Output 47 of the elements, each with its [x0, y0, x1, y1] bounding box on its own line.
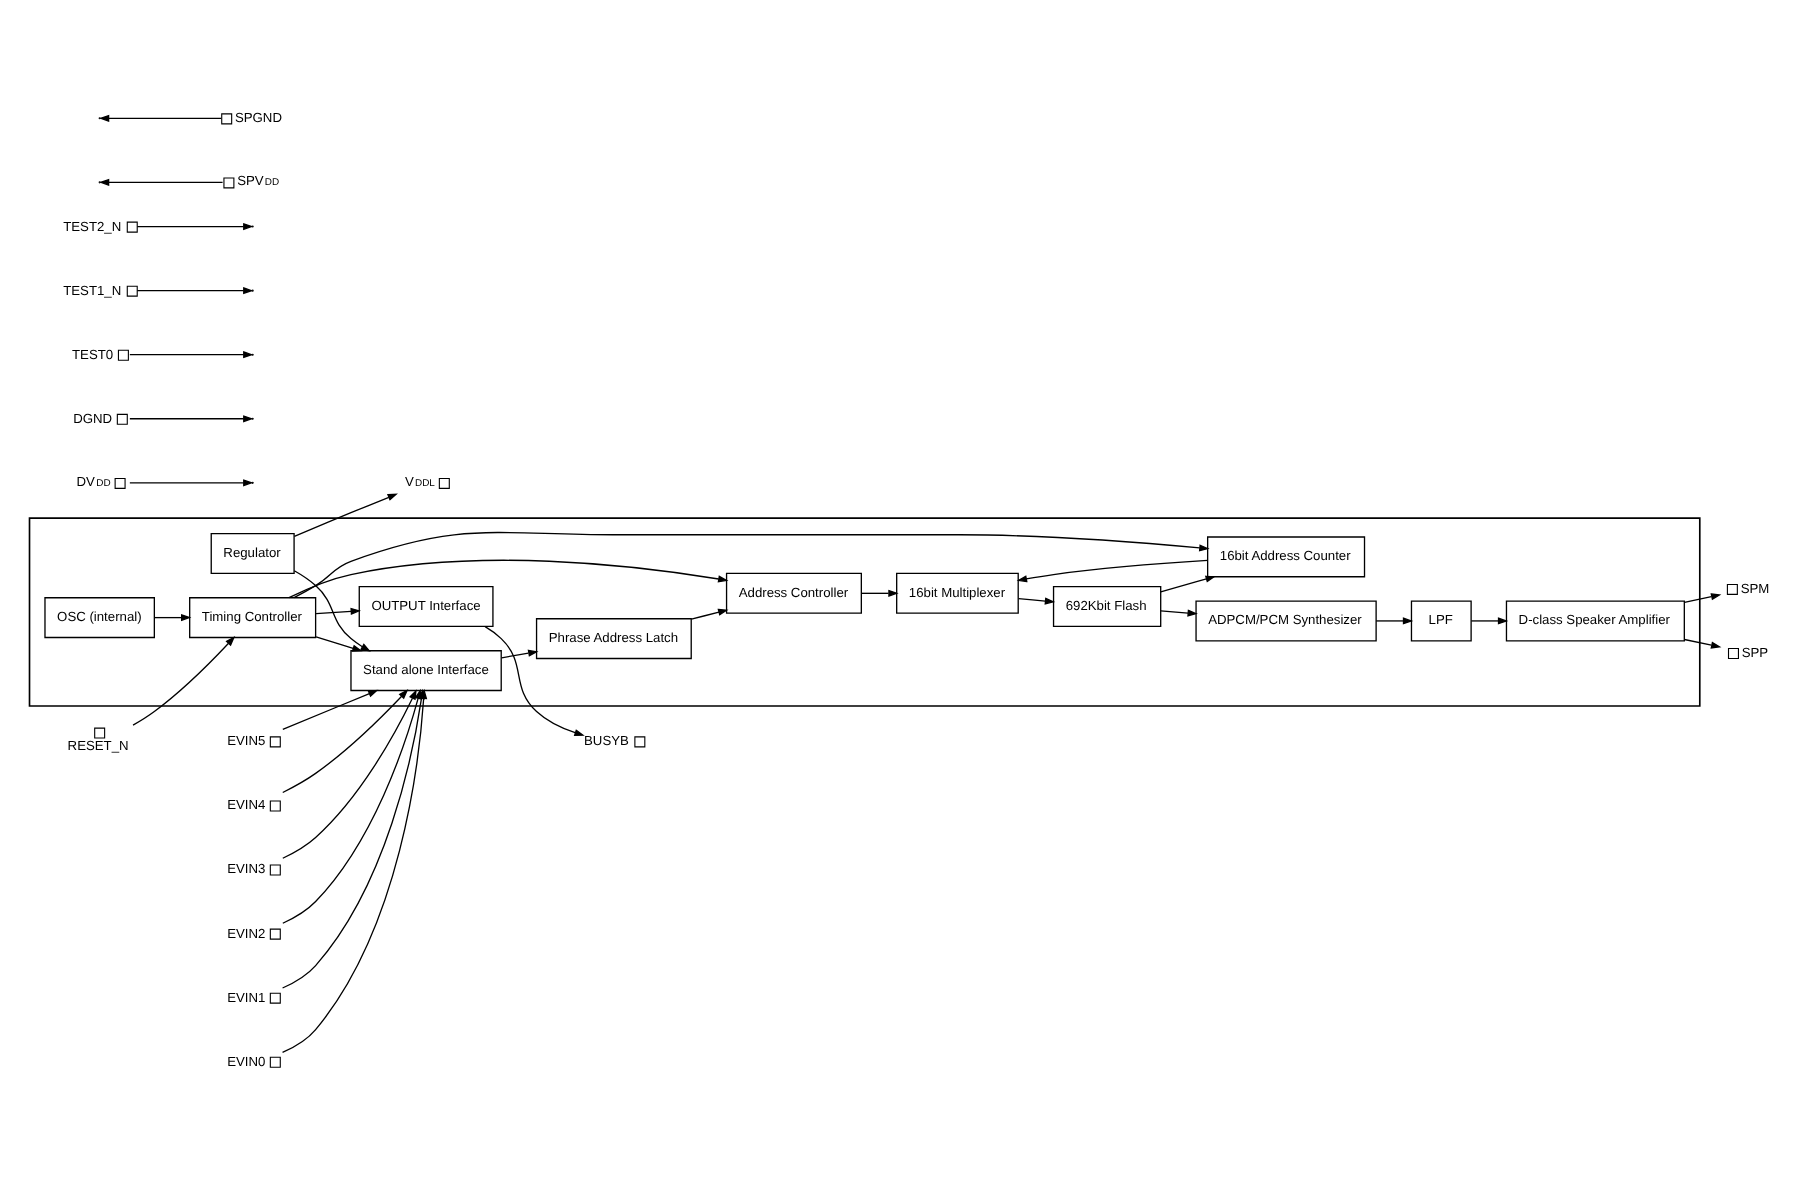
- arrow: [293, 531, 1210, 599]
- node-box: [117, 349, 129, 361]
- arrow: [1160, 609, 1198, 617]
- node-box: [114, 477, 126, 489]
- arrow: [315, 636, 363, 652]
- arrow: [500, 649, 539, 659]
- arrow: [129, 415, 254, 423]
- arrow: [1683, 593, 1722, 604]
- node-box: [1727, 648, 1739, 660]
- arrow: [1017, 597, 1056, 605]
- arrow: [282, 689, 417, 859]
- arrow: [315, 607, 361, 615]
- node-box: [438, 477, 450, 489]
- arrow: [1470, 617, 1509, 625]
- node-box: [94, 727, 106, 739]
- arrow: [1160, 575, 1216, 593]
- node-box: [269, 1056, 281, 1068]
- arrow: [293, 493, 398, 537]
- arrow: [282, 689, 379, 730]
- arrow: [1016, 559, 1209, 583]
- cluster: [28, 517, 1701, 707]
- arrow: [1683, 638, 1722, 649]
- node-box: [634, 736, 646, 748]
- node-box: [269, 928, 281, 940]
- arrow: [132, 636, 236, 726]
- arrow: [860, 589, 899, 597]
- node-box: [269, 992, 281, 1004]
- arrow: [129, 479, 254, 487]
- arrow: [484, 626, 585, 737]
- arrow: [136, 287, 254, 295]
- node-box: [116, 413, 128, 425]
- arrow: [690, 608, 729, 620]
- node-box: [269, 736, 281, 748]
- arrow: [153, 613, 192, 622]
- node-box: [269, 864, 281, 876]
- node-box: [269, 800, 281, 812]
- arrow: [129, 351, 254, 359]
- arrow: [136, 222, 254, 231]
- node-box: [126, 221, 138, 233]
- arrow: [288, 559, 729, 599]
- node-box: [1726, 583, 1738, 595]
- node-box: [126, 285, 138, 297]
- arrow: [293, 570, 371, 652]
- arrow: [282, 689, 409, 794]
- node-box: [223, 177, 235, 189]
- node-box: [221, 113, 233, 125]
- arrow: [1375, 617, 1414, 625]
